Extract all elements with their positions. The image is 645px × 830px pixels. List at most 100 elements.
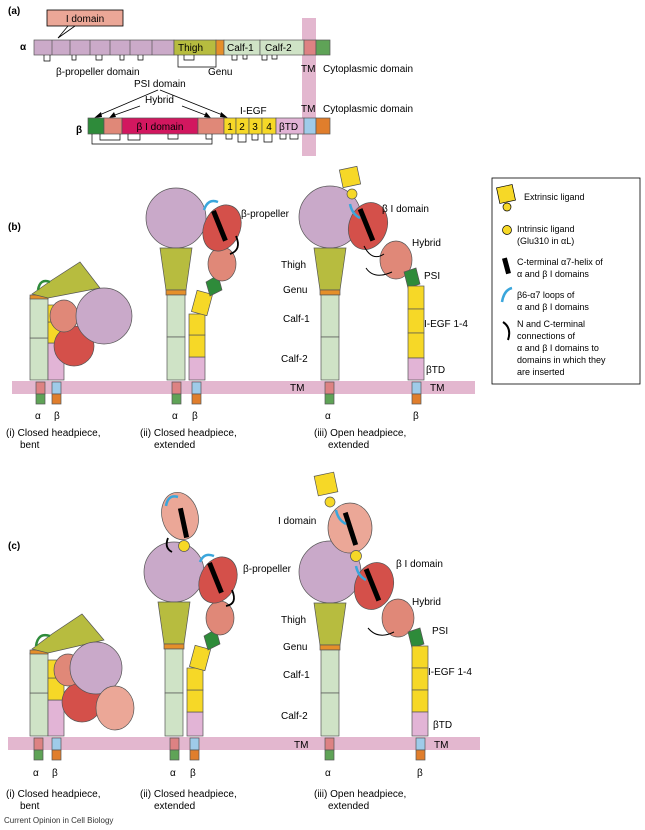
legend-extrinsic-label: Extrinsic ligand — [524, 192, 585, 202]
b-iii-swing-arrow — [365, 267, 393, 276]
c-iii-loop-alpha — [334, 509, 347, 526]
legend-helix-icon — [501, 257, 511, 275]
c-iii-open-extended — [298, 471, 429, 761]
b-iii-calf2-label: Calf-2 — [281, 354, 308, 365]
membrane-band-b — [12, 381, 475, 394]
beta-chain-bar — [87, 117, 331, 135]
beta-label-a: β — [76, 125, 82, 136]
legend-conn-label-5: are inserted — [517, 367, 565, 377]
psi-hybrid-arrows — [96, 89, 226, 117]
c-ii-loop-beta — [198, 553, 215, 563]
genu-label-a: Genu — [208, 67, 232, 78]
c-tm-label-1: TM — [294, 740, 308, 751]
legend-loop-icon — [500, 286, 513, 303]
b-iii-psi-label: PSI — [424, 271, 440, 282]
c-iii-iegf-label: I-EGF 1-4 — [428, 667, 472, 678]
c-iii-swing-arrow — [367, 627, 395, 636]
b-i-caption-2: bent — [20, 440, 40, 451]
b-iii-btd-label: βTD — [426, 365, 445, 376]
legend-intrinsic-label-2: (Glu310 in αL) — [517, 236, 574, 246]
c-iii-btd-label: βTD — [433, 720, 452, 731]
b-iii-alpha: α — [325, 411, 331, 422]
btd-label-a: βTD — [279, 122, 298, 133]
b-iii-caption-1: (iii) Open headpiece, — [314, 428, 406, 439]
psi-hybrid-arrowheads — [94, 112, 228, 118]
thigh-label-a: Thigh — [178, 43, 203, 54]
b-i-beta: β — [54, 411, 60, 422]
legend-box — [491, 177, 641, 385]
b-iii-iegf-label: I-EGF 1-4 — [424, 319, 468, 330]
beta-i-domain-label-a: β I domain — [137, 122, 184, 133]
legend-connection-icon — [502, 321, 511, 341]
iegf-label-a: I-EGF — [240, 106, 267, 117]
b-ii-caption-2: extended — [154, 440, 195, 451]
c-i-caption-2: bent — [20, 801, 40, 812]
egf-1-label: 1 — [227, 122, 233, 133]
legend-conn-label-2: connections of — [517, 331, 576, 341]
egf-4-label: 4 — [266, 122, 272, 133]
c-i-caption-1: (i) Closed headpiece, — [6, 789, 101, 800]
c-i-alpha: α — [33, 768, 39, 779]
panel-a-label: (a) — [8, 6, 20, 17]
i-domain-label: I domain — [66, 14, 104, 25]
c-ii-beta: β — [190, 768, 196, 779]
b-ii-loop — [202, 199, 219, 211]
b-ii-alpha: α — [172, 411, 178, 422]
legend-extrinsic-icon — [496, 184, 516, 212]
tm-label-a-beta: TM — [301, 104, 315, 115]
c-ii-propeller-label: β-propeller — [243, 564, 292, 575]
c-ii-closed-extended — [143, 492, 238, 761]
panel-c-label: (c) — [8, 541, 20, 552]
c-i-beta: β — [52, 768, 58, 779]
b-iii-genu-label: Genu — [283, 285, 307, 296]
c-iii-helix-beta — [363, 568, 382, 602]
c-iii-i-domain-label: I domain — [278, 516, 316, 527]
c-iii-calf2-label: Calf-2 — [281, 711, 308, 722]
c-iii-genu-label: Genu — [283, 642, 307, 653]
cyto-label-a-beta: Cytoplasmic domain — [323, 104, 413, 115]
b-iii-beta: β — [413, 411, 419, 422]
c-iii-alpha: α — [325, 768, 331, 779]
c-iii-thigh-label: Thigh — [281, 615, 306, 626]
alpha-disulfide-brackets — [43, 55, 278, 68]
b-iii-arrow — [363, 245, 385, 258]
b-tm-label-2: TM — [430, 383, 444, 394]
c-iii-caption-2: extended — [328, 801, 369, 812]
c-i-closed-bent — [29, 613, 135, 761]
alpha-chain-bar — [33, 39, 331, 56]
c-iii-loop-beta — [354, 565, 367, 582]
b-i-alpha: α — [35, 411, 41, 422]
b-i-closed-bent — [29, 261, 133, 405]
alpha-label-a: α — [20, 42, 27, 53]
c-iii-psi-label: PSI — [432, 626, 448, 637]
hybrid-label-a: Hybrid — [145, 95, 174, 106]
b-tm-label-1: TM — [290, 383, 304, 394]
c-iii-beta: β — [417, 768, 423, 779]
b-ii-helix — [211, 210, 228, 242]
legend-intrinsic-label-1: Intrinsic ligand — [517, 224, 575, 234]
c-ii-connection — [165, 537, 235, 607]
c-ii-caption-1: (ii) Closed headpiece, — [140, 789, 237, 800]
tm-label-a-alpha: TM — [301, 64, 315, 75]
b-iii-calf1-label: Calf-1 — [283, 314, 310, 325]
legend-helix-label-2: α and β I domains — [517, 269, 589, 279]
c-iii-beta-i-label: β I domain — [396, 559, 443, 570]
b-iii-open-extended — [298, 165, 425, 405]
b-iii-loop — [348, 203, 361, 220]
b-i-loop — [36, 279, 51, 291]
psi-domain-label-a: PSI domain — [134, 79, 186, 90]
c-iii-helix-alpha — [342, 511, 359, 546]
b-ii-closed-extended — [145, 187, 242, 405]
c-ii-helix-beta — [207, 562, 224, 594]
b-i-caption-1: (i) Closed headpiece, — [6, 428, 101, 439]
legend-conn-label-1: N and C-terminal — [517, 319, 585, 329]
panel-b-label: (b) — [8, 222, 21, 233]
calf2-label-a: Calf-2 — [265, 43, 292, 54]
b-iii-helix — [357, 208, 376, 242]
legend-conn-label-3: α and β I domains to — [517, 343, 599, 353]
c-iii-calf1-label: Calf-1 — [283, 670, 310, 681]
c-iii-hybrid-label: Hybrid — [412, 597, 441, 608]
b-ii-connection — [229, 235, 239, 255]
c-tm-label-2: TM — [434, 740, 448, 751]
b-iii-caption-2: extended — [328, 440, 369, 451]
